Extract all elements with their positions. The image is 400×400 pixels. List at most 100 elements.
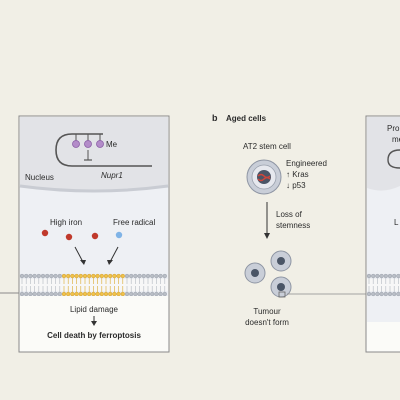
lipid-head	[145, 291, 151, 297]
methyl-label: Me	[106, 140, 118, 149]
lipid-head	[392, 291, 397, 297]
lipid-head	[124, 273, 130, 279]
lipid-head	[366, 291, 372, 297]
gene-label: Nupr1	[101, 171, 123, 180]
lipid-head	[141, 273, 146, 279]
membrane-core	[20, 279, 168, 291]
damaged-lipid-head	[108, 273, 113, 279]
lipid-head	[162, 291, 167, 297]
damaged-lipid-head	[61, 291, 67, 297]
lipid-membrane	[366, 273, 400, 297]
lipid-head	[371, 273, 376, 279]
lipid-head	[387, 291, 393, 297]
panel-c-partial: Pro me L	[365, 115, 400, 353]
lipid-head	[379, 291, 384, 297]
nucleus-label: Nucleus	[25, 173, 54, 182]
panel-b: b Aged cells AT2 stem cell Engineered ↑ …	[212, 113, 366, 327]
panel-c-cut-text: Pro	[387, 124, 400, 133]
lipid-head	[19, 273, 25, 279]
loss-label-line2: stemness	[276, 221, 310, 230]
lipid-head	[137, 273, 142, 279]
damaged-lipid-head	[99, 291, 104, 297]
lipid-head	[28, 291, 33, 297]
lipid-head	[53, 291, 58, 297]
membrane-core	[367, 279, 400, 291]
damaged-lipid-head	[120, 291, 125, 297]
damaged-lipid-head	[95, 273, 100, 279]
lipid-head	[366, 273, 372, 279]
lipid-head	[154, 291, 159, 297]
zoom-box-icon	[278, 291, 286, 298]
lipid-head	[36, 291, 41, 297]
tumour-label-line2: doesn't form	[245, 318, 289, 327]
panel-b-letter: b	[212, 113, 218, 123]
damaged-lipid-head	[74, 273, 79, 279]
damaged-lipid-head	[82, 291, 88, 297]
lipid-head	[129, 273, 134, 279]
lipid-head	[40, 291, 46, 297]
damaged-lipid-head	[95, 291, 100, 297]
lipid-head	[154, 273, 159, 279]
lipid-head	[383, 273, 388, 279]
kras-label: ↑ Kras	[286, 170, 309, 179]
damaged-lipid-head	[70, 291, 75, 297]
lipid-head	[53, 273, 58, 279]
arrow-icon	[109, 246, 119, 263]
damaged-lipid-head	[74, 291, 79, 297]
panel-b-title: Aged cells	[226, 114, 267, 123]
methyl-group-icon	[84, 140, 92, 148]
lipid-head	[375, 291, 380, 297]
lipid-head	[40, 273, 46, 279]
tumour-label-line1: Tumour	[253, 307, 281, 316]
nucleus-region	[20, 117, 168, 191]
lipid-head	[24, 291, 29, 297]
lipid-head	[379, 273, 384, 279]
methyl-group-icon	[96, 140, 104, 148]
damaged-lipid-head	[103, 273, 109, 279]
lipid-head	[57, 291, 62, 297]
damaged-lipid-head	[78, 291, 83, 297]
damaged-lipid-head	[61, 273, 67, 279]
lipid-head	[133, 291, 138, 297]
lipid-head	[396, 273, 400, 279]
lipid-head	[137, 291, 142, 297]
methyl-group-icon	[72, 140, 80, 148]
lipid-damage-label: Lipid damage	[70, 305, 119, 314]
dna-strand	[55, 133, 152, 167]
lipid-head	[150, 291, 155, 297]
lipid-head	[19, 291, 25, 297]
p53-label: ↓ p53	[286, 181, 306, 190]
iron-dot-icon	[41, 229, 49, 237]
engineered-label: Engineered	[286, 159, 327, 168]
lipid-head	[32, 273, 37, 279]
nuclear-envelope	[19, 184, 169, 193]
arrow-icon	[74, 246, 84, 263]
lipid-head	[32, 291, 37, 297]
lipid-head	[158, 291, 163, 297]
damaged-lipid-head	[87, 291, 92, 297]
free-radical-label: Free radical	[113, 218, 155, 227]
damaged-lipid-head	[70, 273, 75, 279]
lipid-head	[24, 273, 29, 279]
lipid-head	[124, 291, 130, 297]
lipid-head	[57, 273, 62, 279]
lipid-head	[28, 273, 33, 279]
lipid-head	[396, 291, 400, 297]
lipid-head	[141, 291, 146, 297]
lipid-head	[45, 273, 50, 279]
damaged-lipid-head	[108, 291, 113, 297]
differentiated-cells-icon	[244, 250, 292, 298]
damaged-lipid-head	[91, 273, 96, 279]
lipid-head	[129, 291, 134, 297]
damaged-lipid-head	[120, 273, 125, 279]
lipid-head	[383, 291, 388, 297]
radical-dot-icon	[115, 231, 123, 239]
lipid-head	[371, 291, 376, 297]
lipid-head	[150, 273, 155, 279]
lipid-head	[133, 273, 138, 279]
lipid-membrane	[19, 273, 168, 297]
lipid-head	[158, 273, 163, 279]
lipid-head	[49, 273, 54, 279]
